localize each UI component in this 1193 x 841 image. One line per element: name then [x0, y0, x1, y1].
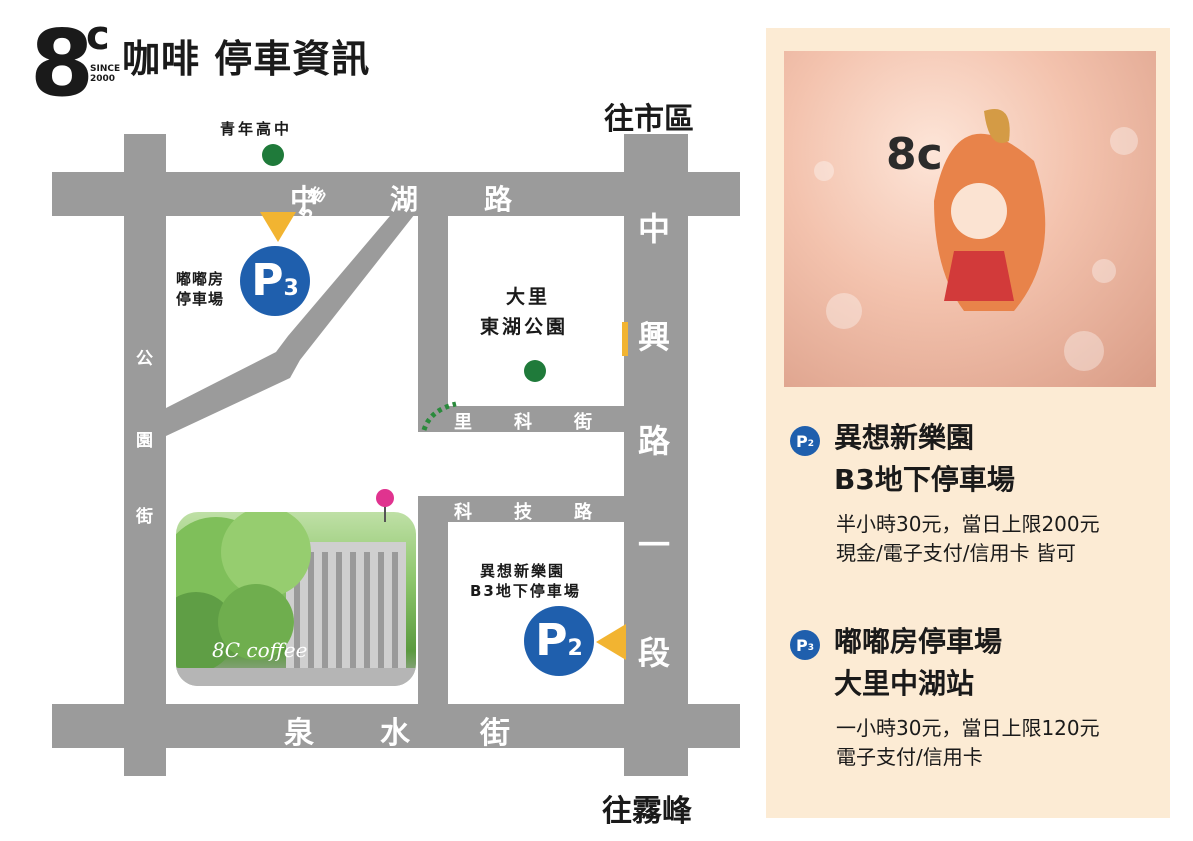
store-photo-illustration	[176, 512, 416, 686]
road-label-zhongxing-2: 興	[638, 318, 671, 356]
p2-parking-icon[interactable]: P 2	[524, 606, 594, 676]
p3-info-payment: 電子支付/信用卡	[836, 745, 983, 769]
label-park-line1: 大里	[506, 286, 551, 308]
p2-entrance-arrow-icon	[596, 624, 626, 660]
page-title: 咖啡 停車資訊	[122, 37, 371, 81]
road-label-zhonghu-2: 湖	[390, 183, 419, 216]
road-like	[418, 406, 628, 432]
p2-badge-letter: P	[796, 431, 808, 451]
p2-info-rate: 半小時30元，當日上限200元	[836, 512, 1100, 536]
p2-info-title-line2: B3地下停車場	[834, 463, 1015, 496]
road-label-like-3: 街	[574, 412, 592, 433]
poster-illustration	[814, 109, 1138, 371]
road-label-keji-2: 技	[514, 502, 532, 523]
p3-entrance-arrow-icon	[260, 212, 296, 242]
p3-info-title-line1: 嘟嘟房停車場	[834, 625, 1003, 658]
road-lane-85	[166, 210, 418, 436]
road-label-quanshui-2: 水	[380, 716, 410, 751]
road-label-zhongxing-1: 中	[638, 210, 671, 248]
p2-badge-number: 2	[807, 439, 814, 449]
road-lower-vertical	[418, 496, 448, 708]
road-label-like-2: 科	[514, 412, 532, 433]
school-dot-icon	[262, 144, 284, 166]
map: 往市區 往霧峰 中 湖 路 泉 水 街 公 園 街 中 興 路 一 段 里 科 …	[52, 102, 740, 829]
label-park-line2: 東湖公園	[480, 316, 569, 338]
label-p2-line1: 異想新樂園	[480, 562, 566, 580]
brand-logo-number: 8	[30, 10, 94, 117]
road-gongyuan	[124, 134, 166, 776]
store-location-pin-icon[interactable]	[374, 488, 396, 522]
brand-logo-since: SINCE 2000	[90, 64, 121, 84]
p3-parking-icon[interactable]: P 3	[240, 246, 310, 316]
p2-number: 2	[567, 635, 583, 661]
direction-to-wufeng: 往霧峰	[602, 794, 692, 829]
road-label-gongyuan-3: 街	[136, 507, 153, 527]
road-label-quanshui-1: 泉	[284, 716, 314, 751]
road-label-keji-3: 路	[574, 502, 592, 523]
p3-badge-letter: P	[796, 635, 808, 655]
p3-letter: P	[251, 255, 284, 306]
road-label-gongyuan-1: 公	[136, 349, 153, 369]
label-p3-line2: 停車場	[176, 290, 225, 308]
p3-info-title-line2: 大里中湖站	[834, 667, 975, 700]
road-middle-vertical	[418, 210, 448, 432]
park-entrance-marker	[622, 322, 628, 356]
p3-number: 3	[283, 275, 299, 301]
road-label-zhongxing-4: 一	[638, 526, 671, 564]
road-label-quanshui-3: 街	[480, 716, 510, 751]
p3-info-rate: 一小時30元，當日上限120元	[836, 716, 1100, 740]
store-sign: 8C coffee	[212, 638, 308, 662]
road-zhongxing	[624, 134, 688, 776]
road-label-zhongxing-3: 路	[638, 422, 671, 460]
p2-info-payment: 現金/電子支付/信用卡 皆可	[836, 541, 1076, 565]
road-label-zhonghu-1: 中	[290, 183, 319, 216]
direction-to-city: 往市區	[604, 102, 694, 137]
p2-info-title-line1: 異想新樂園	[834, 421, 975, 454]
brand-logo-superscript: c	[86, 13, 110, 59]
brand-poster: 8c	[784, 51, 1156, 387]
label-p2-line2: B3地下停車場	[470, 582, 581, 600]
p3-badge-number: 3	[807, 643, 814, 653]
label-p3-line1: 嘟嘟房	[176, 270, 225, 288]
road-label-gongyuan-2: 園	[136, 431, 153, 451]
road-label-zhonghu-3: 路	[484, 183, 513, 216]
road-label-zhongxing-5: 段	[638, 634, 671, 672]
road-label-keji-1: 科	[454, 502, 472, 523]
label-school: 青年高中	[220, 120, 293, 138]
p2-letter: P	[535, 615, 568, 666]
road-keji	[418, 496, 628, 522]
road-label-like-1: 里	[454, 412, 472, 433]
park-dot-icon	[524, 360, 546, 382]
walk-path	[421, 401, 457, 431]
poster-logo: 8c	[886, 129, 943, 180]
store-photo[interactable]: 8C coffee	[176, 512, 416, 686]
